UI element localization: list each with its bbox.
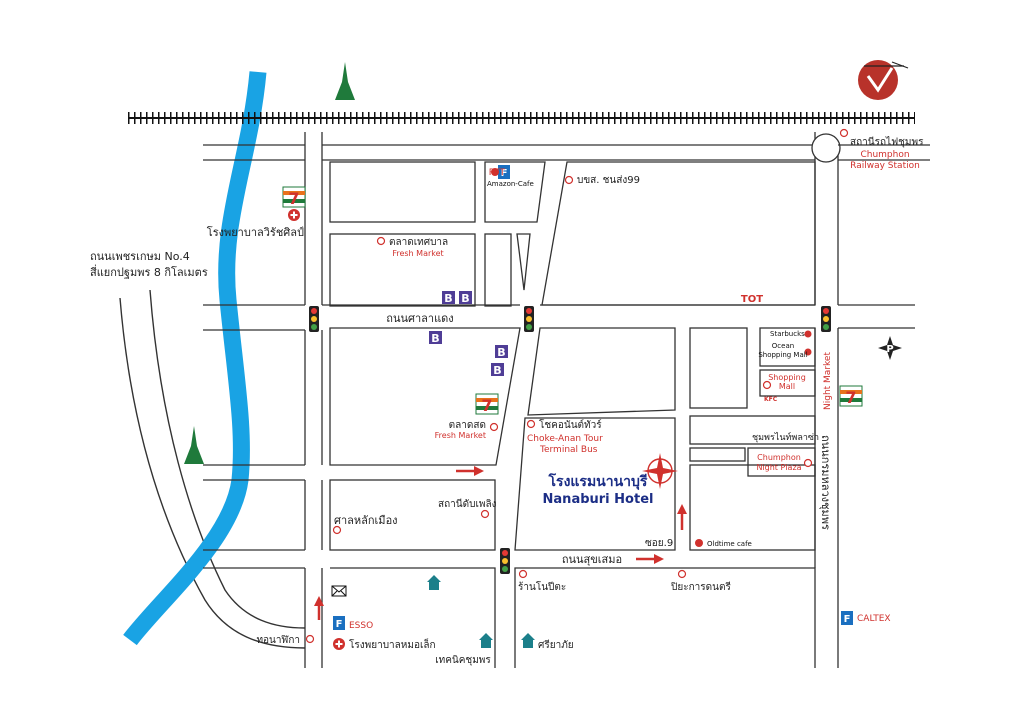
sala-daeng-road-label: ถนนศาลาแดง [386, 312, 453, 325]
direction-arrow-icon [314, 466, 687, 620]
seven-eleven-icon: 7 [475, 393, 499, 415]
technic-label: เทคนิคชุมพร [435, 655, 491, 666]
oldtime-cafe-label: Oldtime cafe [707, 540, 752, 548]
railway-station-en-1: Chumphon [860, 150, 909, 160]
hospital-mo-lek-label: โรงพยาบาลหมอเล็ก [349, 637, 436, 651]
fresh-market-th-2: ตลาดสด [449, 420, 486, 431]
kfc-label: KFC [764, 396, 778, 403]
svg-text:F: F [844, 614, 851, 625]
city-blocks [203, 132, 930, 668]
hospital-icon [333, 638, 345, 650]
suksamer-road-label: ถนนสุขเสมอ [562, 553, 622, 566]
bus-stop-icon: B [442, 291, 455, 305]
kromluang-road-label: ถนนกรมหลวงชุมพร [819, 435, 832, 530]
night-market-label: Night Market [823, 352, 833, 410]
river [123, 71, 267, 646]
fresh-market-th-1: ตลาดเทศบาล [389, 237, 448, 248]
traffic-light-1 [309, 306, 319, 332]
railway-station-en-2: Railway Station [850, 161, 920, 171]
compass-logo-icon [858, 60, 909, 100]
poi-rings [305, 128, 849, 644]
temple-icon [184, 426, 204, 464]
fresh-market-en-2: Fresh Market [435, 431, 486, 440]
shopping-mall-label-2: Mall [779, 382, 795, 391]
school-icon [427, 575, 441, 590]
sriyapai-label: ศรียาภัย [538, 639, 574, 651]
traffic-light-2 [524, 306, 534, 332]
ran-notta-label: ร้านโนปีตะ [518, 580, 566, 593]
svg-text:F: F [501, 168, 508, 179]
phetkasem-road-outer [119, 297, 306, 649]
svg-text:B: B [461, 292, 469, 305]
bus-stop-icon: B [495, 345, 508, 359]
parking-icon: P [878, 336, 902, 360]
traffic-light-4 [500, 548, 510, 574]
post-office-icon [331, 585, 347, 597]
seven-eleven-icon: 7 [282, 186, 306, 208]
ocean-label-1: Ocean [772, 342, 794, 350]
svg-text:7: 7 [845, 388, 856, 407]
esso-label: ESSO [349, 621, 373, 631]
bus-stop-icon: B [491, 363, 504, 377]
hospital-virat-label: โรงพยาบาลวิรัชศิลป์ [207, 225, 304, 239]
ptt-label: PTT [489, 168, 506, 178]
ocean-label-2: Shopping Mall [758, 351, 807, 359]
choke-anan-en-1: Choke-Anan Tour [527, 434, 603, 444]
starbucks-label: Starbucks [770, 330, 805, 338]
caltex-label: CALTEX [857, 614, 891, 624]
svg-text:F: F [336, 619, 343, 630]
hotel-star-icon [642, 453, 678, 489]
seven-eleven-icon: 7 [839, 385, 863, 407]
svg-text:B: B [444, 292, 452, 305]
piya-music-label: ปิยะการดนตรี [670, 581, 731, 593]
night-plaza-label-2: Night Plaza [756, 463, 801, 472]
bus-stop-icon: B [429, 331, 442, 345]
svg-text:B: B [493, 364, 501, 377]
chumphon-plaza-th: ชุมพรไนท์พลาซ่า [752, 431, 819, 443]
traffic-light-3 [821, 306, 831, 332]
fuel-station-icon: F [333, 616, 345, 630]
poi-dots [491, 168, 812, 547]
fuel-station-icon: F [841, 611, 853, 625]
svg-text:7: 7 [288, 189, 299, 208]
svg-text:B: B [497, 346, 505, 359]
phetkasem-label-2: สี่แยกปฐมพร 8 กิโลเมตร [90, 264, 208, 279]
hospital-icon [288, 209, 300, 221]
shopping-mall-label-1: Shopping [768, 373, 806, 382]
bus99-label: บขส. ชนส่ง99 [577, 175, 640, 186]
hotel-name-th: โรงแรมนานาบุรี [548, 472, 648, 490]
tho-na-phika-label: ทอนาฬิกา [256, 634, 300, 646]
fire-station-label: สถานีดับเพลิง [438, 498, 497, 510]
school-icon [521, 633, 535, 648]
choke-anan-th: โชคอนันต์ทัวร์ [539, 418, 602, 431]
school-icon [479, 633, 493, 648]
svg-text:B: B [431, 332, 439, 345]
city-pillar-label: ศาลหลักเมือง [334, 514, 398, 527]
soi9-label: ซอย.9 [645, 538, 673, 549]
night-plaza-label-1: Chumphon [757, 453, 801, 462]
amazon-cafe-label: Amazon-Cafe [487, 180, 534, 188]
hotel-name-en: Nanaburi Hotel [543, 492, 654, 507]
phetkasem-label-1: ถนนเพชรเกษม No.4 [90, 250, 190, 263]
fresh-market-en-1: Fresh Market [392, 249, 443, 258]
bus-stop-icon: B [459, 291, 472, 305]
tot-label: TOT [741, 294, 763, 305]
temple-icon [335, 62, 355, 100]
parking-letter: P [886, 344, 893, 355]
choke-anan-en-2: Terminal Bus [539, 445, 598, 455]
railway-station-th: สถานีรถไฟชุมพร [850, 136, 924, 148]
svg-text:7: 7 [481, 396, 492, 415]
fuel-station-icon: F [498, 165, 510, 179]
